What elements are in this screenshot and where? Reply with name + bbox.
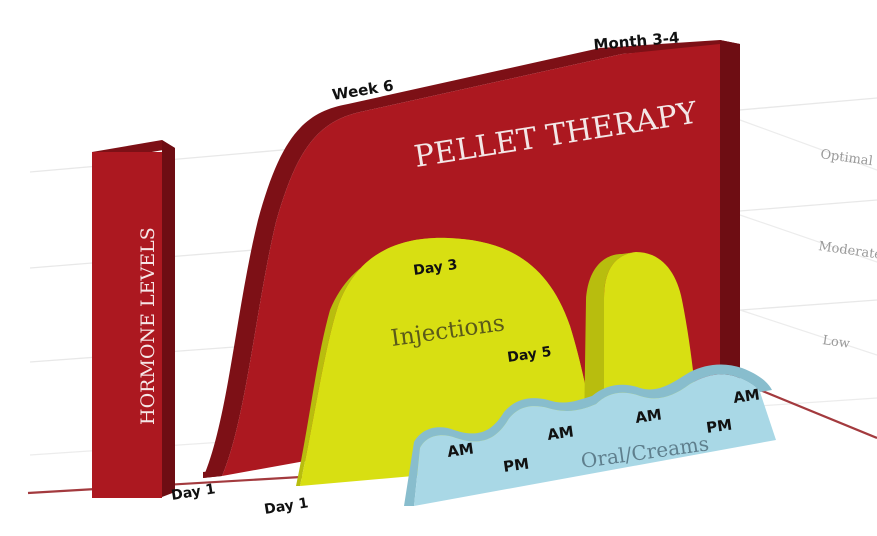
oral-label-pm-1: PM [502, 455, 530, 476]
oral-label-pm-2: PM [705, 416, 733, 437]
oral-label-am-1: AM [446, 439, 475, 461]
injections-label-day-3: Day 3 [412, 257, 458, 279]
level-label-moderate: Moderate [817, 239, 877, 263]
oral-label-am-3: AM [634, 405, 663, 427]
level-label-optimal: Optimal [819, 147, 873, 169]
oral-label-am-2: AM [546, 422, 575, 444]
oral-creams-shape: Oral/Creams AM PM AM AM PM AM [404, 364, 776, 506]
hormone-levels-title: HORMONE LEVELS [137, 227, 159, 425]
oral-label-am-4: AM [732, 385, 761, 407]
hormone-levels-bar: HORMONE LEVELS [92, 140, 175, 498]
injections-label-day-1: Day 1 [263, 495, 309, 518]
level-label-low: Low [821, 333, 850, 352]
pellet-label-day-1: Day 1 [170, 481, 216, 504]
injections-label-day-5: Day 5 [506, 344, 552, 366]
